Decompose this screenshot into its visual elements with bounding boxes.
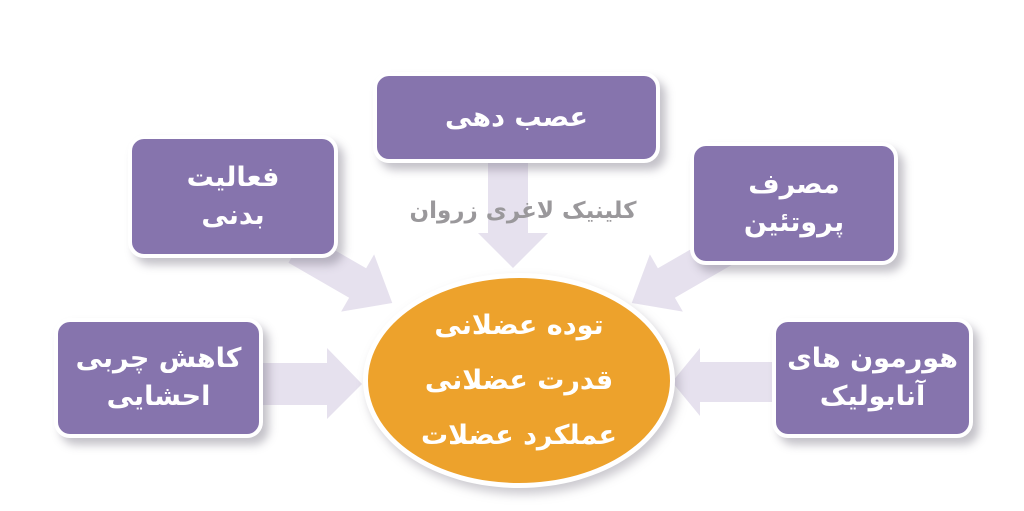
box-physical-activity-label-line2: بدنی (201, 199, 265, 231)
clinic-watermark: کلینیک لاغری زروان (409, 198, 637, 224)
box-visceral-fat-reduction-label-line1: کاهش چربی (75, 343, 242, 374)
box-visceral-fat-reduction-label-line2: احشایی (106, 381, 211, 412)
arrow-down-icon (478, 163, 548, 268)
box-visceral-fat-reduction: کاهش چربی احشایی (54, 318, 263, 438)
box-anabolic-hormones: هورمون های آنابولیک (772, 318, 973, 438)
box-protein-intake-label-line2: پروتئین (743, 206, 845, 238)
center-ellipse-muscle-outcomes: توده عضلانی قدرت عضلانی عملکرد عضلات (363, 273, 675, 488)
arrow-right-icon (263, 348, 362, 419)
arrow-left-icon (672, 348, 772, 416)
center-ellipse-line-muscle-strength: قدرت عضلانی (424, 365, 614, 396)
box-protein-intake: مصرف پروتئین (690, 142, 898, 265)
center-ellipse-line-muscle-mass: توده عضلانی (434, 310, 604, 341)
box-innervation: عصب دهی (373, 72, 660, 163)
box-protein-intake-label-line1: مصرف (748, 168, 840, 200)
box-physical-activity: فعالیت بدنی (128, 135, 338, 258)
center-ellipse-line-muscle-function: عملکرد عضلات (421, 420, 618, 451)
box-anabolic-hormones-label-line2: آنابولیک (819, 381, 926, 412)
box-innervation-label: عصب دهی (445, 101, 588, 133)
box-physical-activity-label-line1: فعالیت (186, 161, 280, 193)
box-anabolic-hormones-label-line1: هورمون های (787, 343, 958, 374)
